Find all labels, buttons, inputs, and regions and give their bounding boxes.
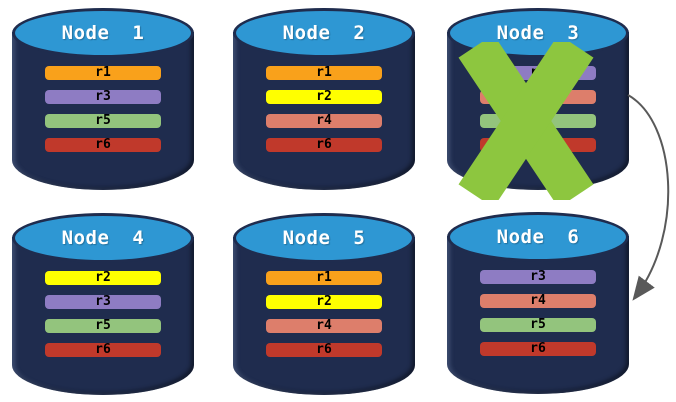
replica-bar: r1	[45, 66, 161, 80]
node-title: Node 3	[496, 22, 580, 44]
node-cylinder-1: Node 1 r1 r3 r5 r6	[12, 8, 194, 190]
node-cylinder-4: Node 4 r2 r3 r5 r6	[12, 213, 194, 395]
node-cylinder-6: Node 6 r3 r4 r5 r6	[447, 212, 629, 394]
cylinder-top: Node 6	[447, 212, 629, 262]
cylinder-top: Node 1	[12, 8, 194, 58]
replica-bar: r4	[266, 114, 382, 128]
replica-bar: r6	[266, 138, 382, 152]
replica-label: r6	[95, 342, 111, 357]
replica-bar: r6	[45, 138, 161, 152]
x-stroke	[458, 42, 594, 200]
replica-label: r5	[530, 317, 546, 332]
replica-label: r6	[316, 137, 332, 152]
replica-label: r3	[530, 269, 546, 284]
cylinder-top: Node 4	[12, 213, 194, 263]
replica-label: r5	[95, 113, 111, 128]
replica-bar: r6	[45, 343, 161, 357]
replica-label: r1	[316, 65, 332, 80]
arrow-path	[627, 94, 670, 301]
node-title: Node 4	[61, 227, 145, 249]
replica-bar: r6	[266, 343, 382, 357]
replica-label: r2	[316, 89, 332, 104]
replica-bar: r3	[480, 270, 596, 284]
node-cylinder-3: Node 3 r3 r4 r5 r6	[447, 8, 629, 200]
cylinder-top: Node 5	[233, 213, 415, 263]
failure-x-icon	[458, 42, 594, 200]
replica-label: r4	[530, 293, 546, 308]
replica-bar: r5	[45, 319, 161, 333]
replica-bar: r5	[45, 114, 161, 128]
replica-list: r1 r2 r4 r6	[266, 271, 382, 367]
replica-list: r1 r2 r4 r6	[266, 66, 382, 162]
node-title: Node 1	[61, 22, 145, 44]
replica-list: r3 r4 r5 r6	[480, 270, 596, 366]
replica-bar: r4	[480, 294, 596, 308]
node-cylinder-5: Node 5 r1 r2 r4 r6	[233, 213, 415, 395]
node-title: Node 5	[282, 227, 366, 249]
cylinder-body	[233, 32, 415, 190]
node-cylinder-2: Node 2 r1 r2 r4 r6	[233, 8, 415, 190]
replica-label: r1	[316, 270, 332, 285]
replica-list: r2 r3 r5 r6	[45, 271, 161, 367]
replica-label: r5	[95, 318, 111, 333]
replica-label: r6	[530, 341, 546, 356]
replica-bar: r3	[45, 295, 161, 309]
replica-bar: r4	[266, 319, 382, 333]
cylinder-body	[12, 32, 194, 190]
node-title: Node 6	[496, 226, 580, 248]
replica-bar: r2	[266, 90, 382, 104]
replica-label: r3	[95, 89, 111, 104]
replica-label: r2	[95, 270, 111, 285]
replica-bar: r1	[266, 66, 382, 80]
replica-label: r1	[95, 65, 111, 80]
replica-bar: r6	[480, 342, 596, 356]
replica-label: r4	[316, 318, 332, 333]
replica-bar: r1	[266, 271, 382, 285]
replica-bar: r2	[266, 295, 382, 309]
replica-list: r1 r3 r5 r6	[45, 66, 161, 162]
replica-label: r6	[316, 342, 332, 357]
replica-bar: r3	[45, 90, 161, 104]
replica-label: r4	[316, 113, 332, 128]
replica-label: r6	[95, 137, 111, 152]
cylinder-body	[233, 237, 415, 395]
cylinder-top: Node 2	[233, 8, 415, 58]
replica-bar: r5	[480, 318, 596, 332]
replica-label: r3	[95, 294, 111, 309]
replica-bar: r2	[45, 271, 161, 285]
cylinder-body	[12, 237, 194, 395]
cylinder-body	[447, 236, 629, 394]
node-title: Node 2	[282, 22, 366, 44]
replica-label: r2	[316, 294, 332, 309]
